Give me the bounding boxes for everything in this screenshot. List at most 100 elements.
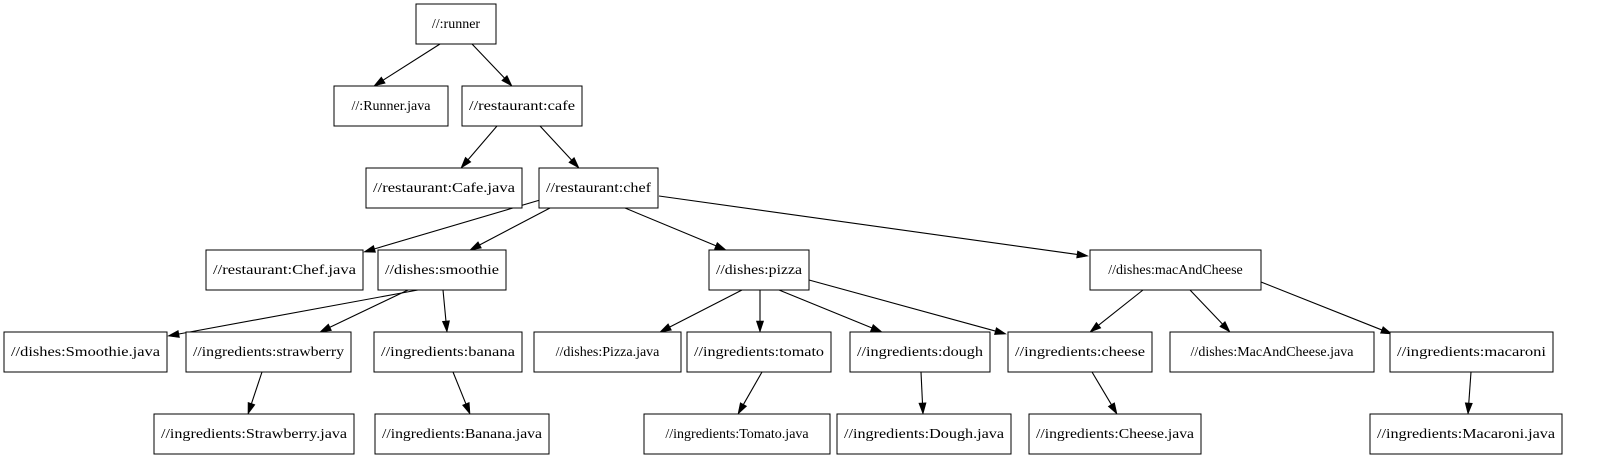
edge-line (250, 371, 263, 404)
node-label: //ingredients:Strawberry.java (161, 427, 348, 442)
graph-node-dishes_smoothie[interactable]: //dishes:smoothie (377, 249, 507, 291)
graph-node-banana_java[interactable]: //ingredients:Banana.java (374, 413, 550, 455)
graph-node-strawberry_java[interactable]: //ingredients:Strawberry.java (153, 413, 355, 455)
edge-arrowhead-icon (659, 323, 672, 333)
node-box[interactable] (415, 3, 497, 45)
node-box[interactable] (1007, 331, 1153, 373)
graph-node-ing_cheese[interactable]: //ingredients:cheese (1007, 331, 1153, 373)
edge-line (1468, 371, 1472, 404)
graph-node-dough_java[interactable]: //ingredients:Dough.java (836, 413, 1012, 455)
node-label: //dishes:macAndCheese (1108, 263, 1243, 278)
graph-edge (539, 125, 580, 169)
graph-edge (1464, 371, 1473, 415)
graph-node-restaurant_cafe[interactable]: //restaurant:cafe (461, 85, 583, 127)
node-box[interactable] (205, 249, 364, 291)
edge-arrowhead-icon (994, 327, 1007, 335)
node-box[interactable] (708, 249, 810, 291)
graph-node-ing_tomato[interactable]: //ingredients:tomato (686, 331, 832, 373)
node-box[interactable] (185, 331, 352, 373)
node-label: //dishes:smoothie (385, 263, 499, 278)
node-label: //ingredients:dough (857, 345, 983, 360)
graph-node-cafe_java[interactable]: //restaurant:Cafe.java (365, 167, 523, 209)
node-label: //ingredients:Macaroni.java (1377, 427, 1556, 442)
graph-node-runner_java[interactable]: //:Runner.java (333, 85, 449, 127)
node-box[interactable] (333, 85, 449, 127)
edge-arrowhead-icon (460, 156, 472, 169)
graph-node-ing_strawberry[interactable]: //ingredients:strawberry (185, 331, 352, 373)
graph-edge (319, 289, 409, 333)
graph-edge (808, 279, 1007, 335)
graph-node-restaurant_chef[interactable]: //restaurant:chef (538, 167, 659, 209)
edge-arrowhead-icon (247, 402, 256, 415)
graph-edge (1260, 281, 1393, 335)
node-label: //:runner (432, 17, 481, 32)
edge-arrowhead-icon (714, 241, 727, 251)
edge-arrowhead-icon (469, 241, 482, 251)
node-label: //:Runner.java (352, 99, 432, 114)
graph-node-ing_dough[interactable]: //ingredients:dough (849, 331, 991, 373)
node-box[interactable] (1369, 413, 1563, 455)
graph-edge (659, 289, 743, 333)
edge-arrowhead-icon (568, 156, 580, 169)
graph-node-smoothie_java[interactable]: //dishes:Smoothie.java (3, 331, 168, 373)
node-box[interactable] (538, 167, 659, 209)
node-label: //restaurant:cafe (469, 99, 575, 114)
node-box[interactable] (377, 249, 507, 291)
edge-line (808, 279, 996, 332)
node-label: //dishes:Pizza.java (556, 345, 661, 360)
node-label: //ingredients:banana (381, 345, 516, 360)
node-label: //dishes:Smoothie.java (11, 345, 161, 360)
edge-line (778, 289, 873, 329)
node-label: //ingredients:strawberry (193, 345, 344, 360)
node-box[interactable] (643, 413, 831, 455)
edge-arrowhead-icon (373, 76, 386, 87)
graph-node-macandchz_java[interactable]: //dishes:MacAndCheese.java (1169, 331, 1375, 373)
node-box[interactable] (1028, 413, 1202, 455)
edge-arrowhead-icon (441, 320, 450, 333)
graph-node-ing_banana[interactable]: //ingredients:banana (373, 331, 523, 373)
node-label: //ingredients:macaroni (1397, 345, 1546, 360)
edge-line (382, 43, 441, 81)
node-box[interactable] (686, 331, 832, 373)
edge-arrowhead-icon (1107, 402, 1118, 415)
graph-edge (737, 371, 763, 415)
node-label: //restaurant:Chef.java (213, 263, 357, 278)
edge-arrowhead-icon (462, 402, 471, 415)
edge-line (1091, 371, 1112, 405)
graph-edge (1189, 289, 1231, 333)
graph-node-ing_macaroni[interactable]: //ingredients:macaroni (1389, 331, 1554, 373)
node-box[interactable] (1089, 249, 1262, 291)
node-box[interactable] (3, 331, 168, 373)
edge-line (452, 371, 467, 405)
graph-edge (469, 207, 551, 251)
graph-node-dishes_macandchz[interactable]: //dishes:macAndCheese (1089, 249, 1262, 291)
node-box[interactable] (365, 167, 523, 209)
edge-line (471, 43, 505, 79)
edge-line (742, 371, 763, 405)
node-box[interactable] (461, 85, 583, 127)
graph-node-pizza_java[interactable]: //dishes:Pizza.java (533, 331, 682, 373)
edge-arrowhead-icon (918, 402, 927, 415)
graph-node-runner[interactable]: //:runner (415, 3, 497, 45)
node-box[interactable] (1389, 331, 1554, 373)
graph-edge (1091, 371, 1118, 415)
node-box[interactable] (1169, 331, 1375, 373)
graph-node-cheese_java[interactable]: //ingredients:Cheese.java (1028, 413, 1202, 455)
graph-node-chef_java[interactable]: //restaurant:Chef.java (205, 249, 364, 291)
node-box[interactable] (533, 331, 682, 373)
node-label: //ingredients:cheese (1015, 345, 1145, 360)
graph-node-dishes_pizza[interactable]: //dishes:pizza (708, 249, 810, 291)
edge-line (178, 289, 419, 335)
node-box[interactable] (153, 413, 355, 455)
node-label: //restaurant:Cafe.java (373, 181, 516, 196)
node-box[interactable] (836, 413, 1012, 455)
edge-arrowhead-icon (501, 75, 513, 87)
node-box[interactable] (374, 413, 550, 455)
graph-edge (624, 207, 727, 251)
node-box[interactable] (373, 331, 523, 373)
node-box[interactable] (849, 331, 991, 373)
graph-node-macaroni_java[interactable]: //ingredients:Macaroni.java (1369, 413, 1563, 455)
graph-node-tomato_java[interactable]: //ingredients:Tomato.java (643, 413, 831, 455)
edge-line (624, 207, 717, 247)
